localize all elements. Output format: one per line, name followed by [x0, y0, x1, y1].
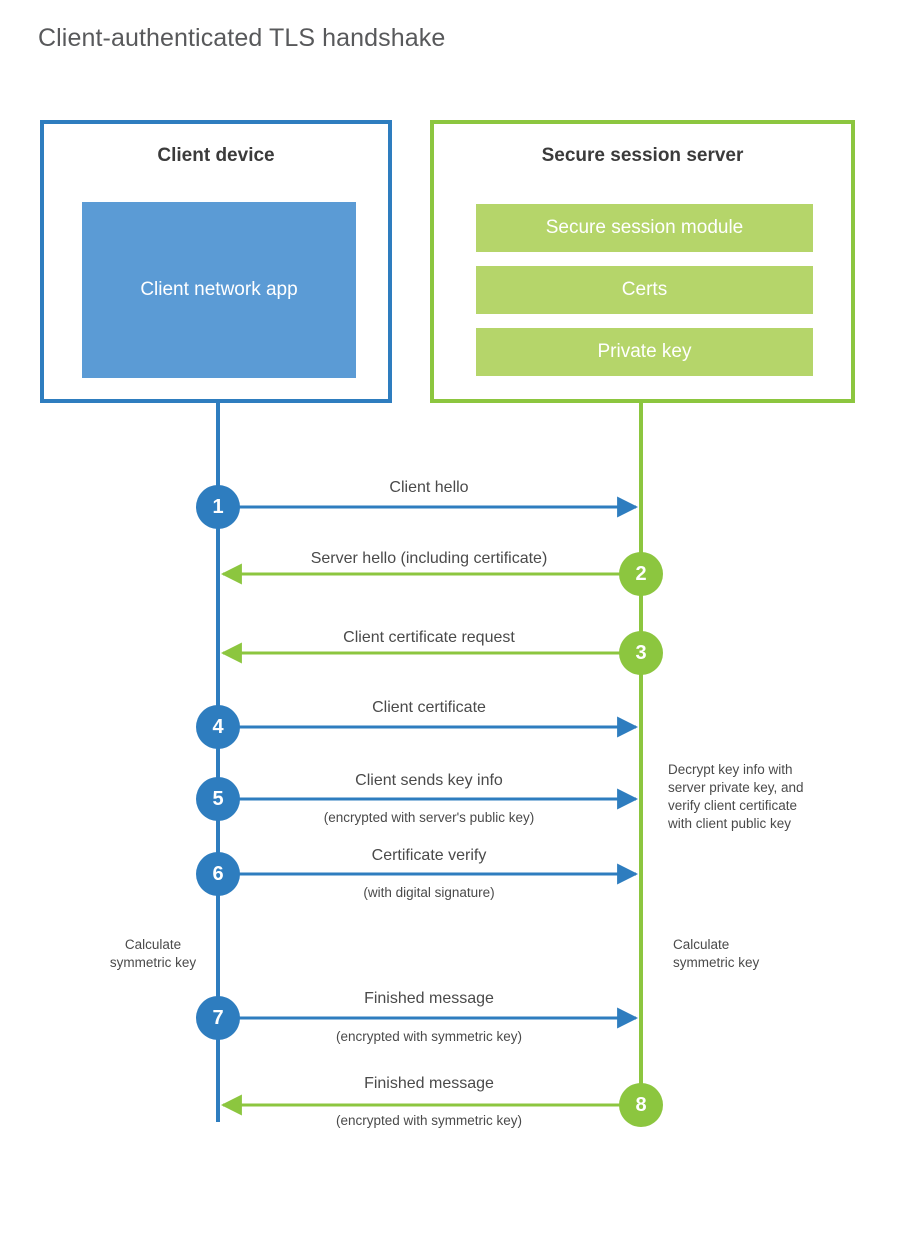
client-network-app-block: Client network app	[82, 202, 356, 378]
step-marker-5[interactable]: 5	[196, 777, 240, 821]
step-label-1: Client hello	[389, 479, 469, 496]
server-module-certs: Certs	[476, 266, 813, 314]
client-calculate-note-line-1: Calculate	[124, 937, 182, 952]
step-sublabel-7: (encrypted with symmetric key)	[335, 1029, 523, 1044]
step-label-8: Finished message	[364, 1075, 494, 1092]
step-marker-3[interactable]: 3	[619, 631, 663, 675]
server-decrypt-note: Decrypt key info with server private key…	[668, 761, 843, 833]
server-module-secure-session-module: Secure session module	[476, 204, 813, 252]
step-marker-1[interactable]: 1	[196, 485, 240, 529]
step-marker-4[interactable]: 4	[196, 705, 240, 749]
client-device-box: Client device Client network app	[40, 120, 392, 403]
step-label-2: Server hello (including certificate)	[310, 550, 548, 567]
step-label-3: Client certificate request	[343, 629, 515, 646]
server-module-private-key: Private key	[476, 328, 813, 376]
server-calculate-note-line-1: Calculate	[673, 937, 730, 952]
server-decrypt-note-line-3: verify client certificate	[668, 798, 798, 813]
step-label-7: Finished message	[364, 990, 494, 1007]
server-calculate-symmetric-key-note: Calculate symmetric key	[673, 936, 823, 972]
step-marker-7[interactable]: 7	[196, 996, 240, 1040]
server-decrypt-note-line-1: Decrypt key info with	[668, 762, 793, 777]
step-marker-8[interactable]: 8	[619, 1083, 663, 1127]
step-label-4: Client certificate	[372, 699, 486, 716]
step-sublabel-5: (encrypted with server's public key)	[323, 810, 535, 825]
step-marker-6[interactable]: 6	[196, 852, 240, 896]
step-sublabel-6: (with digital signature)	[363, 885, 495, 900]
step-label-6: Certificate verify	[371, 847, 487, 864]
step-label-5: Client sends key info	[355, 772, 503, 789]
client-calculate-symmetric-key-note: Calculate symmetric key	[88, 936, 218, 972]
client-device-title: Client device	[157, 145, 275, 166]
secure-session-server-box: Secure session server Secure session mod…	[430, 120, 855, 403]
step-sublabel-8: (encrypted with symmetric key)	[335, 1113, 523, 1128]
page-title: Client-authenticated TLS handshake	[38, 24, 446, 52]
step-marker-2[interactable]: 2	[619, 552, 663, 596]
server-decrypt-note-line-4: with client public key	[668, 816, 792, 831]
server-calculate-note-line-2: symmetric key	[673, 955, 760, 970]
secure-session-server-title: Secure session server	[541, 145, 744, 166]
client-calculate-note-line-2: symmetric key	[109, 955, 197, 970]
server-decrypt-note-line-2: server private key, and	[668, 780, 804, 795]
